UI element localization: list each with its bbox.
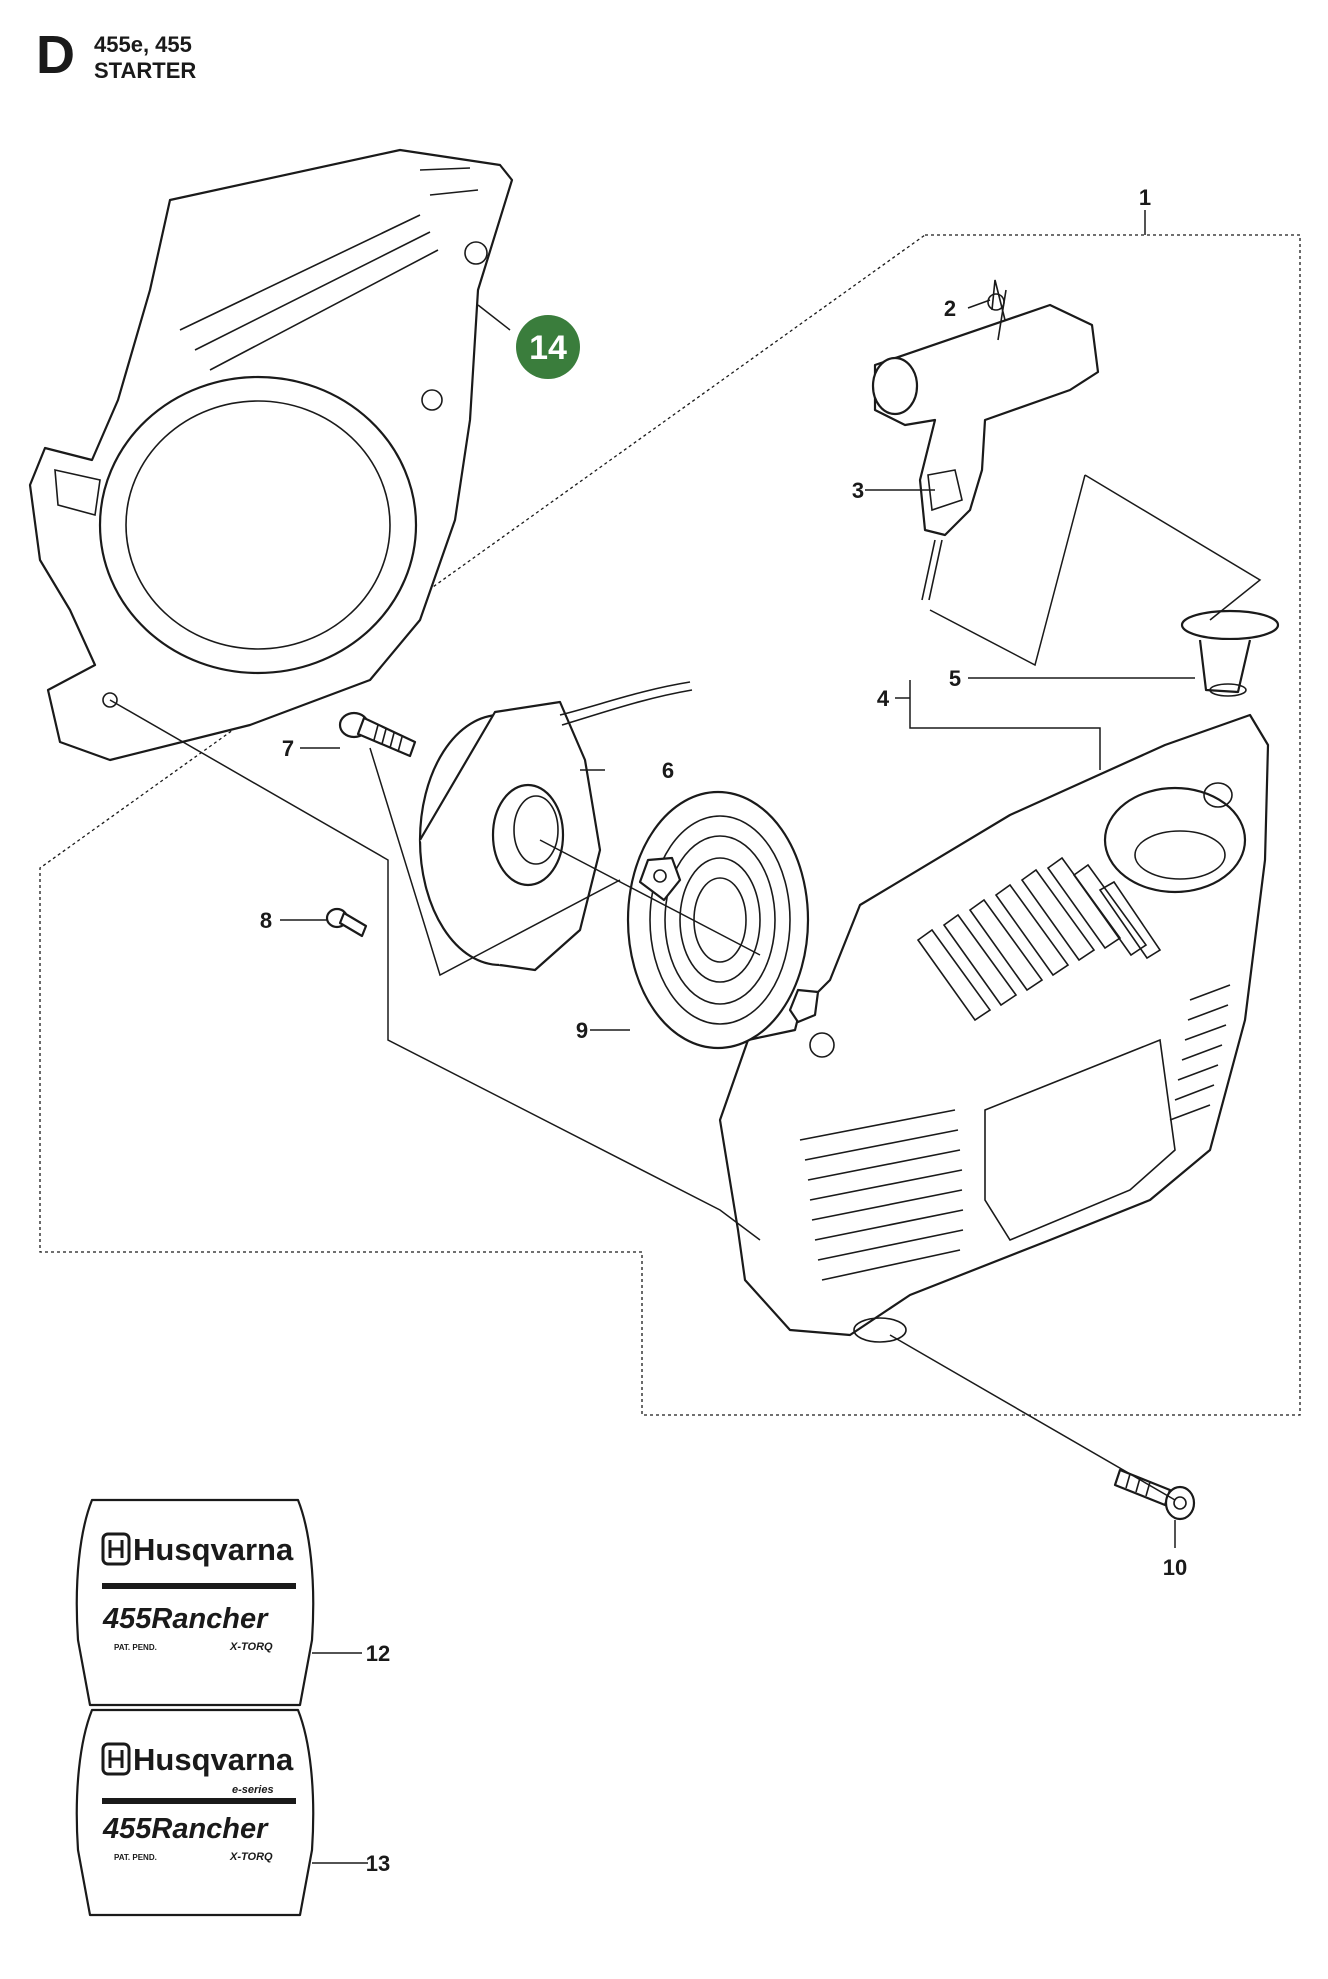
recoil-spring-part-9 xyxy=(626,790,820,1050)
label-part-8: 8 xyxy=(260,908,272,933)
rope-guide-part-5 xyxy=(1180,609,1280,697)
label-part-13: 13 xyxy=(366,1851,390,1876)
decal13-model: 455Rancher xyxy=(102,1813,269,1845)
label-part-6: 6 xyxy=(662,758,674,783)
lower-grille xyxy=(799,1109,964,1281)
decal-part-12: Husqvarna 455Rancher PAT. PEND. X-TORQ xyxy=(75,1498,315,1707)
label-part-4: 4 xyxy=(877,686,890,711)
badge-circle xyxy=(516,315,580,379)
label-part-10: 10 xyxy=(1163,1555,1187,1580)
starter-rope-part-2 xyxy=(987,279,1007,341)
starter-cover-part-4 xyxy=(718,713,1270,1343)
assembly-boundary-dashed xyxy=(39,234,1301,1416)
decal12-stripe xyxy=(102,1583,296,1589)
label-part-3: 3 xyxy=(852,478,864,503)
section-title: STARTER xyxy=(94,58,197,83)
decal-part-13: Husqvarna e-series 455Rancher PAT. PEND.… xyxy=(75,1708,315,1917)
decal13-brand: Husqvarna xyxy=(133,1742,294,1777)
badge-part-14: 14 xyxy=(516,315,580,379)
starter-pulley-part-6 xyxy=(418,681,693,972)
fan-housing-part-14 xyxy=(28,148,514,762)
label-part-14: 14 xyxy=(529,329,567,367)
decal13-stripe xyxy=(102,1798,296,1804)
decal13-series: e-series xyxy=(232,1784,274,1796)
label-part-5: 5 xyxy=(949,666,961,691)
screw-part-8 xyxy=(325,907,368,938)
decal12-xtorq: X-TORQ xyxy=(229,1641,273,1653)
decal13-xtorq: X-TORQ xyxy=(229,1851,273,1863)
leader-lines xyxy=(109,210,1262,1864)
decal13-pat: PAT. PEND. xyxy=(114,1853,157,1862)
decal12-brand: Husqvarna xyxy=(133,1532,294,1567)
label-part-2: 2 xyxy=(944,296,956,321)
label-part-12: 12 xyxy=(366,1641,390,1666)
upper-grille xyxy=(916,856,1162,1022)
model-numbers: 455e, 455 xyxy=(94,32,192,57)
decal12-model: 455Rancher xyxy=(102,1603,269,1635)
label-part-7: 7 xyxy=(282,736,294,761)
screw-part-7 xyxy=(338,711,417,758)
husqvarna-logo-icon xyxy=(101,1742,131,1776)
section-letter: D xyxy=(36,25,75,85)
husqvarna-logo-icon xyxy=(101,1532,131,1566)
starter-handle-part-3 xyxy=(871,303,1100,601)
label-part-1: 1 xyxy=(1139,185,1151,210)
decal12-pat: PAT. PEND. xyxy=(114,1643,157,1652)
label-part-9: 9 xyxy=(576,1018,588,1043)
screw-part-10 xyxy=(1113,1468,1196,1521)
